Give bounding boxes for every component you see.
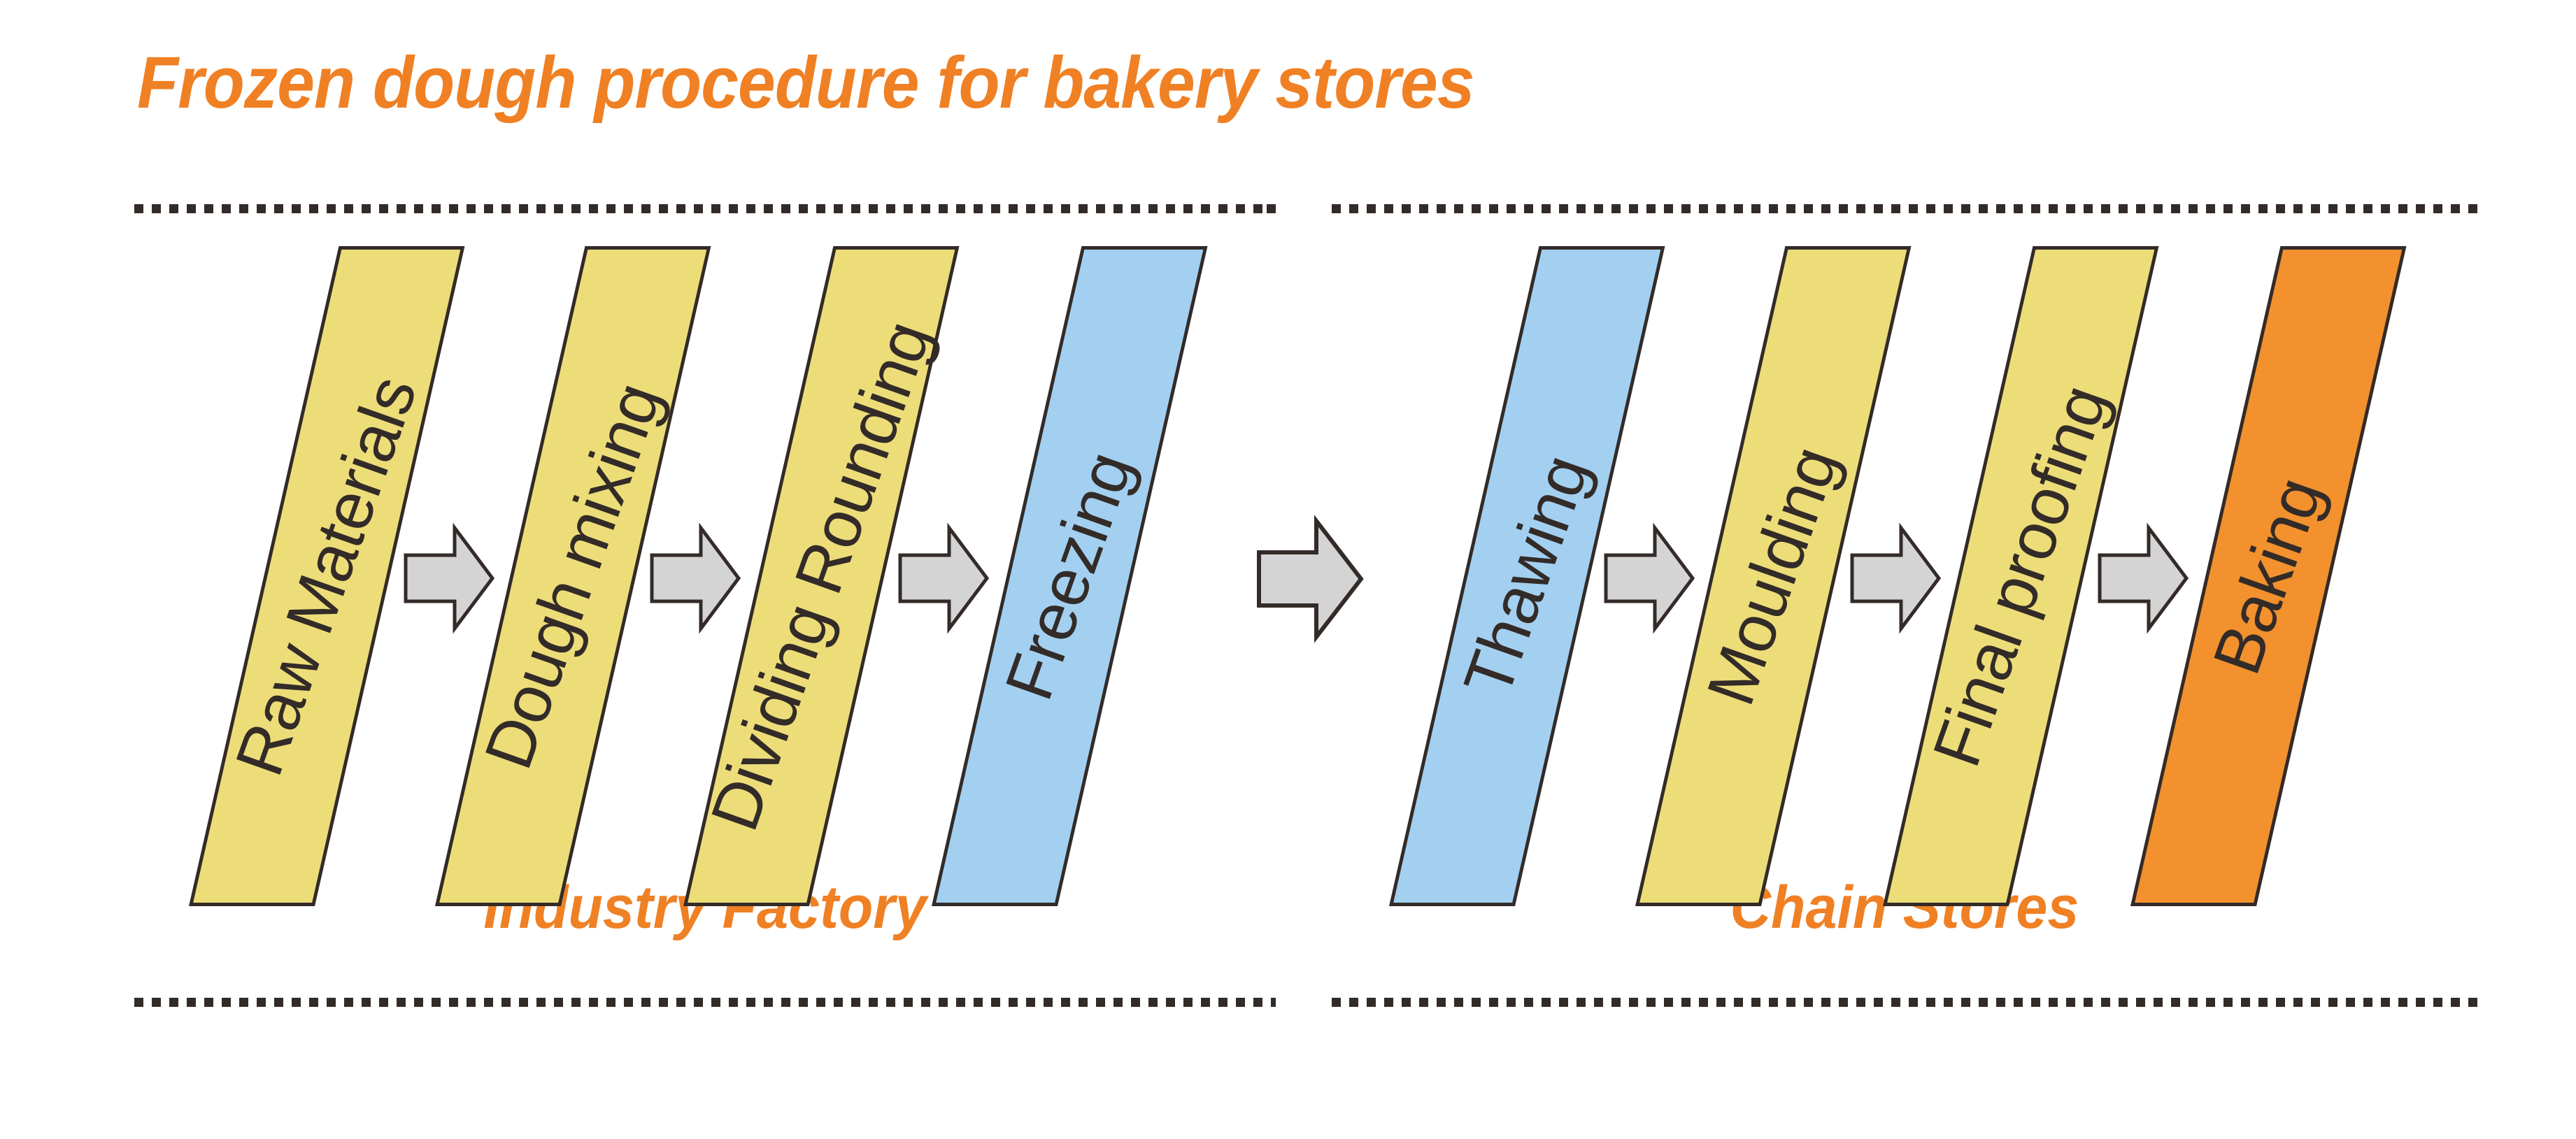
flow-arrow-icon — [2098, 522, 2189, 634]
group-box-chain-stores: Chain Stores — [1332, 204, 2477, 1007]
step-label-wrap: Thawing — [1450, 250, 1604, 903]
process-step-label: Thawing — [1449, 446, 1604, 706]
flow-arrow-icon — [1850, 522, 1942, 634]
dashed-border-bottom — [1332, 998, 2477, 1007]
flow-arrow-icon — [650, 522, 741, 634]
dashed-border-left — [1332, 204, 1341, 1007]
dashed-border-bottom — [134, 998, 1276, 1007]
step-label-wrap: Dough mixing — [470, 250, 675, 903]
flow-arrow-icon — [404, 522, 495, 634]
flow-arrow-icon — [1604, 522, 1695, 634]
step-label-wrap: Dividing Rounding — [697, 250, 945, 903]
page-title: Frozen dough procedure for bakery stores — [137, 42, 1475, 124]
process-step-label: Moulding — [1693, 438, 1853, 715]
dashed-border-top — [134, 204, 1276, 213]
step-label-wrap: Freezing — [991, 250, 1147, 903]
process-step-label: Baking — [2199, 468, 2337, 684]
flow-arrow-icon — [898, 522, 990, 634]
step-label-wrap: Final proofing — [1919, 250, 2122, 903]
dashed-border-right — [2468, 204, 2477, 1007]
step-label-wrap: Raw Materials — [222, 250, 432, 903]
dashed-border-left — [134, 204, 143, 1007]
step-label-wrap: Baking — [2199, 250, 2337, 903]
dashed-border-top — [1332, 204, 2477, 213]
step-label-wrap: Moulding — [1693, 250, 1853, 903]
process-step-label: Freezing — [991, 443, 1148, 709]
